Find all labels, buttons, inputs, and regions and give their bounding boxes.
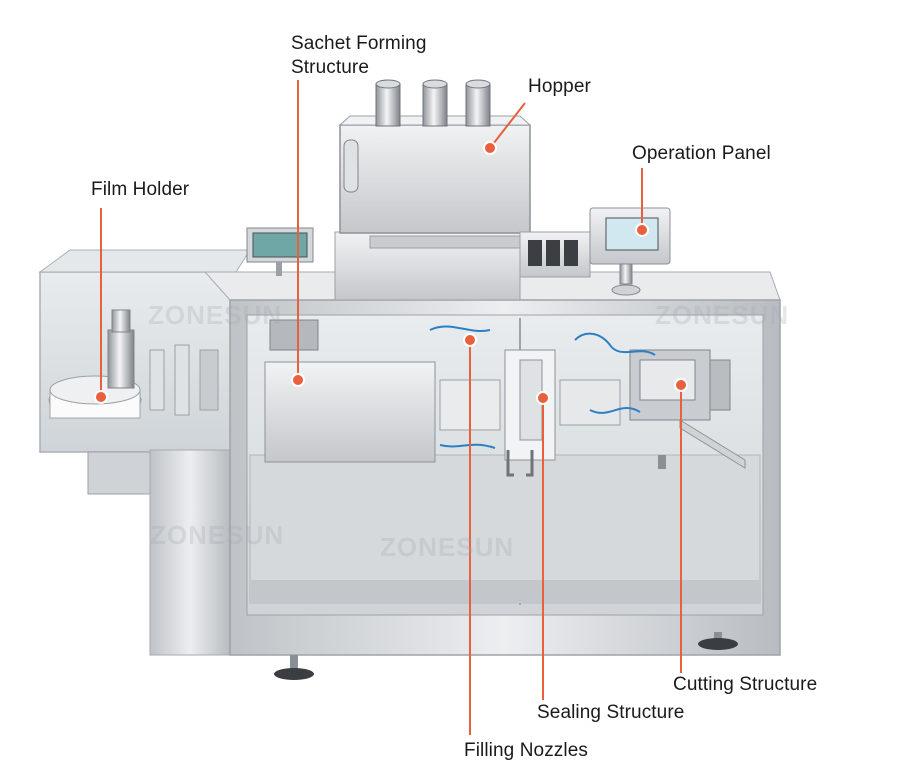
callout-dot-sachet-forming: [291, 373, 305, 387]
label-sachet-forming-line1: Sachet Forming: [291, 33, 427, 54]
label-cutting-structure: Cutting Structure: [673, 674, 818, 695]
watermark: ZONESUN: [148, 300, 283, 330]
label-sachet-forming-line2: Structure: [291, 57, 369, 78]
internal-mechanism: [264, 319, 746, 477]
operation-panel-hmi: [589, 207, 671, 296]
callout-dot-hopper: [483, 141, 497, 155]
watermark: ZONESUN: [655, 300, 790, 330]
watermark: ZONESUN: [150, 520, 285, 550]
label-sealing-structure: Sealing Structure: [537, 702, 685, 723]
leveling-feet: [274, 632, 738, 680]
watermark: ZONESUN: [380, 532, 515, 562]
label-film-holder: Film Holder: [91, 179, 190, 200]
callout-dot-cutting-structure: [674, 378, 688, 392]
callout-line-hopper: [489, 102, 526, 149]
callout-dot-filling-nozzles: [463, 333, 477, 347]
left-base: [149, 449, 231, 656]
callout-dot-operation-panel: [635, 223, 649, 237]
callout-dots: [94, 141, 688, 405]
side-display: [246, 227, 314, 276]
temperature-controllers: [519, 231, 591, 278]
callout-dot-film-holder: [94, 390, 108, 404]
callouts: [100, 80, 682, 735]
label-sachet-forming-structure: Sachet Forming Structure: [291, 32, 427, 80]
label-operation-panel: Operation Panel: [632, 143, 771, 164]
hopper-unit: [334, 79, 532, 301]
film-holder-enclosure: [38, 249, 251, 495]
label-filling-nozzles: Filling Nozzles: [464, 740, 588, 761]
label-hopper: Hopper: [528, 76, 591, 97]
callout-dot-sealing-structure: [536, 391, 550, 405]
